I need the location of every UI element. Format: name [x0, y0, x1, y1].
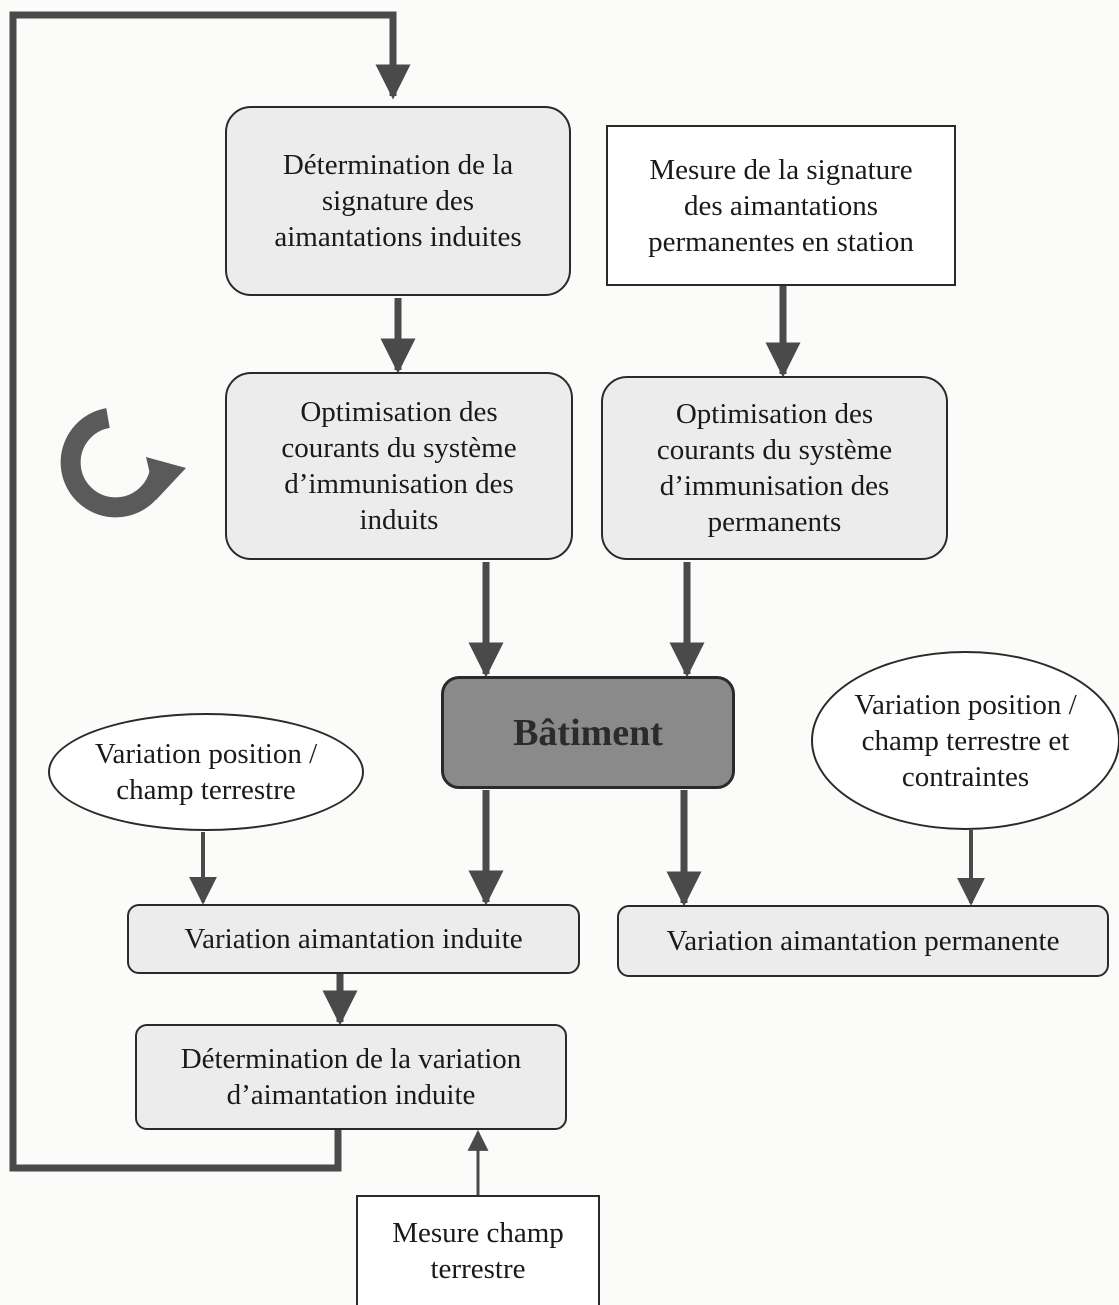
feedback-loop-arrow	[9, 11, 411, 1172]
node-variation-position-right: Variation position / champ terrestre et …	[811, 651, 1119, 830]
node-label: Mesure de la signature des aimantations …	[648, 153, 914, 258]
node-label: Variation aimantation induite	[184, 923, 523, 955]
node-label: Bâtiment	[513, 711, 663, 754]
node-determination-variation: Détermination de la variation d’aimantat…	[135, 1024, 567, 1130]
node-batiment: Bâtiment	[441, 676, 735, 789]
node-variation-induite: Variation aimantation induite	[127, 904, 580, 974]
node-label: Variation position / champ terrestre	[94, 738, 318, 806]
node-label: Optimisation des courants du système d’i…	[281, 396, 517, 536]
node-label: Détermination de la variation d’aimantat…	[180, 1043, 522, 1111]
node-determination-induites: Détermination de la signature des aimant…	[225, 106, 571, 296]
node-optimisation-permanents: Optimisation des courants du système d’i…	[601, 376, 948, 560]
circular-arrow-icon	[60, 408, 186, 518]
node-label: Variation aimantation permanente	[666, 925, 1060, 957]
node-mesure-permanentes: Mesure de la signature des aimantations …	[606, 125, 956, 286]
node-label: Optimisation des courants du système d’i…	[656, 398, 893, 538]
node-optimisation-induits: Optimisation des courants du système d’i…	[225, 372, 573, 560]
node-label: Variation position / champ terrestre et …	[854, 688, 1077, 793]
node-mesure-champ: Mesure champ terrestre	[356, 1195, 600, 1305]
node-variation-permanente: Variation aimantation permanente	[617, 905, 1109, 977]
node-variation-position-left: Variation position / champ terrestre	[48, 713, 364, 831]
node-label: Mesure champ terrestre	[392, 1217, 564, 1285]
node-label: Détermination de la signature des aimant…	[274, 149, 522, 253]
